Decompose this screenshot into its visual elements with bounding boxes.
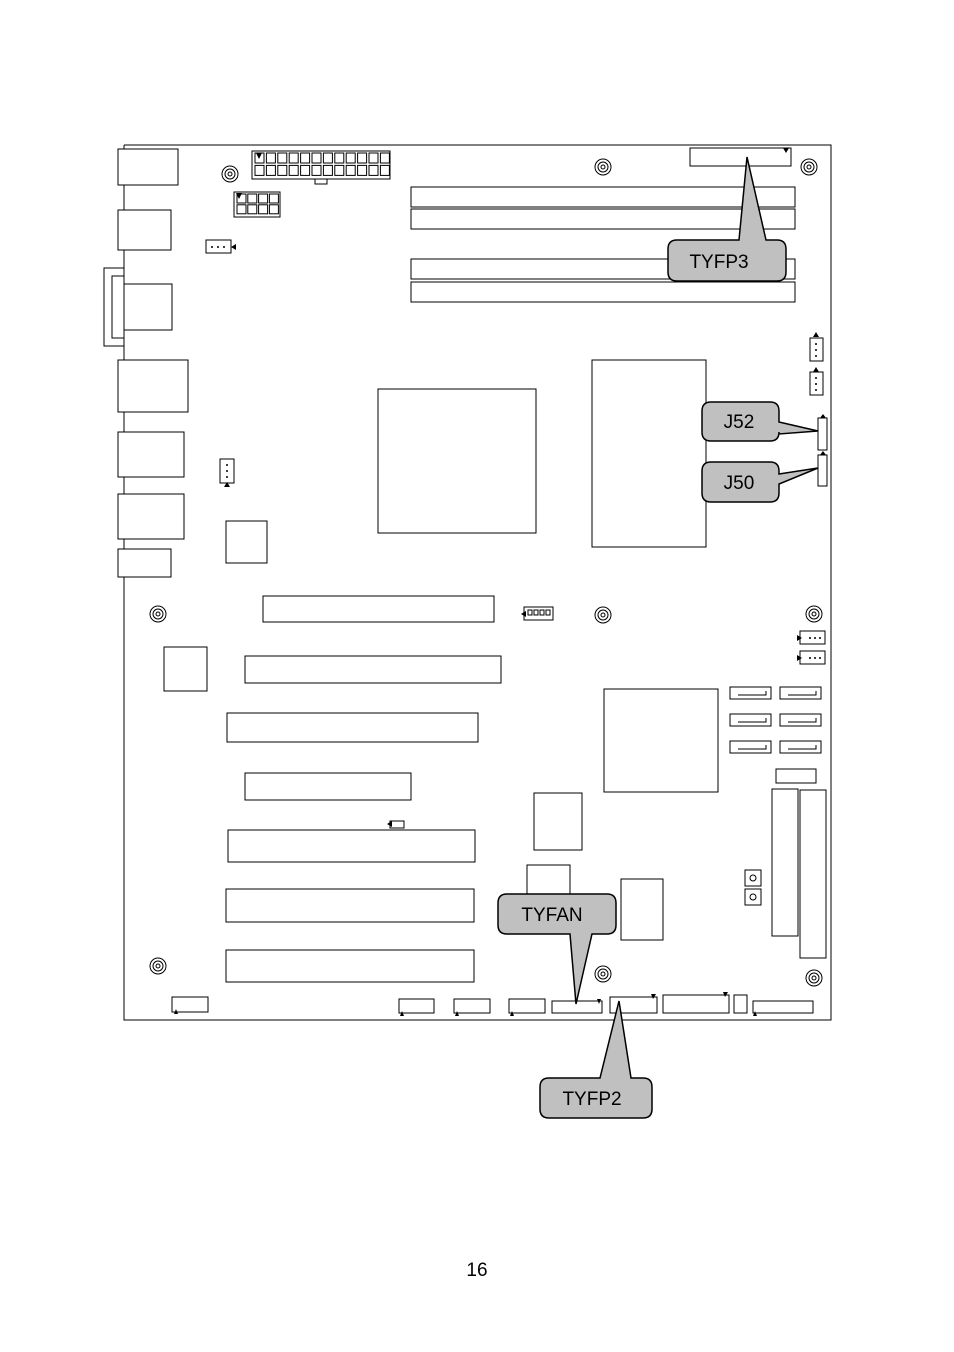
connector-pin	[358, 165, 367, 175]
cpu-socket	[378, 389, 536, 533]
fan-header-top-left	[206, 240, 236, 253]
callout-j50: J50	[702, 462, 818, 502]
small-jumper-mid	[387, 821, 404, 828]
connector-pin	[346, 165, 355, 175]
callout-label-j52: J52	[724, 412, 755, 433]
connector-pin	[266, 153, 275, 163]
page-number: 16	[0, 1260, 954, 1282]
jumpers	[745, 870, 761, 905]
connector-pin	[335, 165, 344, 175]
southbridge-chip	[604, 689, 718, 792]
fan-headers-right	[810, 332, 823, 395]
connector-pin	[301, 165, 310, 175]
connector-pin	[269, 194, 278, 203]
small-header-center	[521, 607, 553, 620]
header-j50	[818, 451, 827, 486]
connector-pin	[269, 205, 278, 214]
connector-pin	[237, 205, 246, 214]
connector-pin	[289, 165, 298, 175]
heatsink-area	[592, 360, 706, 547]
connector-pin	[335, 153, 344, 163]
connector-pin	[312, 153, 321, 163]
callout-label-tyfp3: TYFP3	[689, 252, 748, 273]
connector-pin	[266, 165, 275, 175]
connector-pin	[259, 194, 268, 203]
chip-left	[226, 521, 267, 563]
connector-pin	[248, 194, 257, 203]
fan-header-left	[220, 459, 234, 487]
connector-pin	[380, 165, 389, 175]
connector-pin	[346, 153, 355, 163]
bottom-headers	[172, 992, 813, 1016]
callout-label-tyfan: TYFAN	[521, 905, 582, 926]
ide-connectors	[772, 789, 826, 958]
connector-pin	[369, 153, 378, 163]
header-right-small	[776, 769, 816, 783]
connector-pin	[248, 205, 257, 214]
rear-io-connectors	[104, 149, 188, 577]
connector-pin	[278, 153, 287, 163]
callout-label-tyfp2: TYFP2	[562, 1089, 621, 1110]
connector-pin	[312, 165, 321, 175]
connector-pin	[289, 153, 298, 163]
connector-pin	[255, 165, 264, 175]
header-tyfp3	[690, 148, 791, 166]
callout-tyfan: TYFAN	[498, 894, 616, 1004]
callout-j52: J52	[702, 402, 818, 441]
chip-mid-lower	[534, 793, 582, 850]
cpu-power-connector	[234, 192, 280, 217]
connector-pin	[358, 153, 367, 163]
connector-pin	[369, 165, 378, 175]
chip-io	[164, 647, 207, 691]
connector-pin	[259, 205, 268, 214]
connector-pin	[323, 153, 332, 163]
chip-right-lower	[621, 879, 663, 940]
callout-tyfp2: TYFP2	[540, 1001, 652, 1118]
sata-connectors	[730, 687, 821, 753]
header-j52	[818, 414, 827, 450]
connector-pin	[278, 165, 287, 175]
connector-pin	[323, 165, 332, 175]
chip-square-lower	[527, 865, 570, 895]
atx-power-connector	[252, 151, 390, 184]
fan-headers-right-lower	[797, 631, 825, 664]
connector-pin	[380, 153, 389, 163]
connector-pin	[301, 153, 310, 163]
expansion-slots	[226, 596, 501, 982]
callout-label-j50: J50	[724, 473, 755, 494]
